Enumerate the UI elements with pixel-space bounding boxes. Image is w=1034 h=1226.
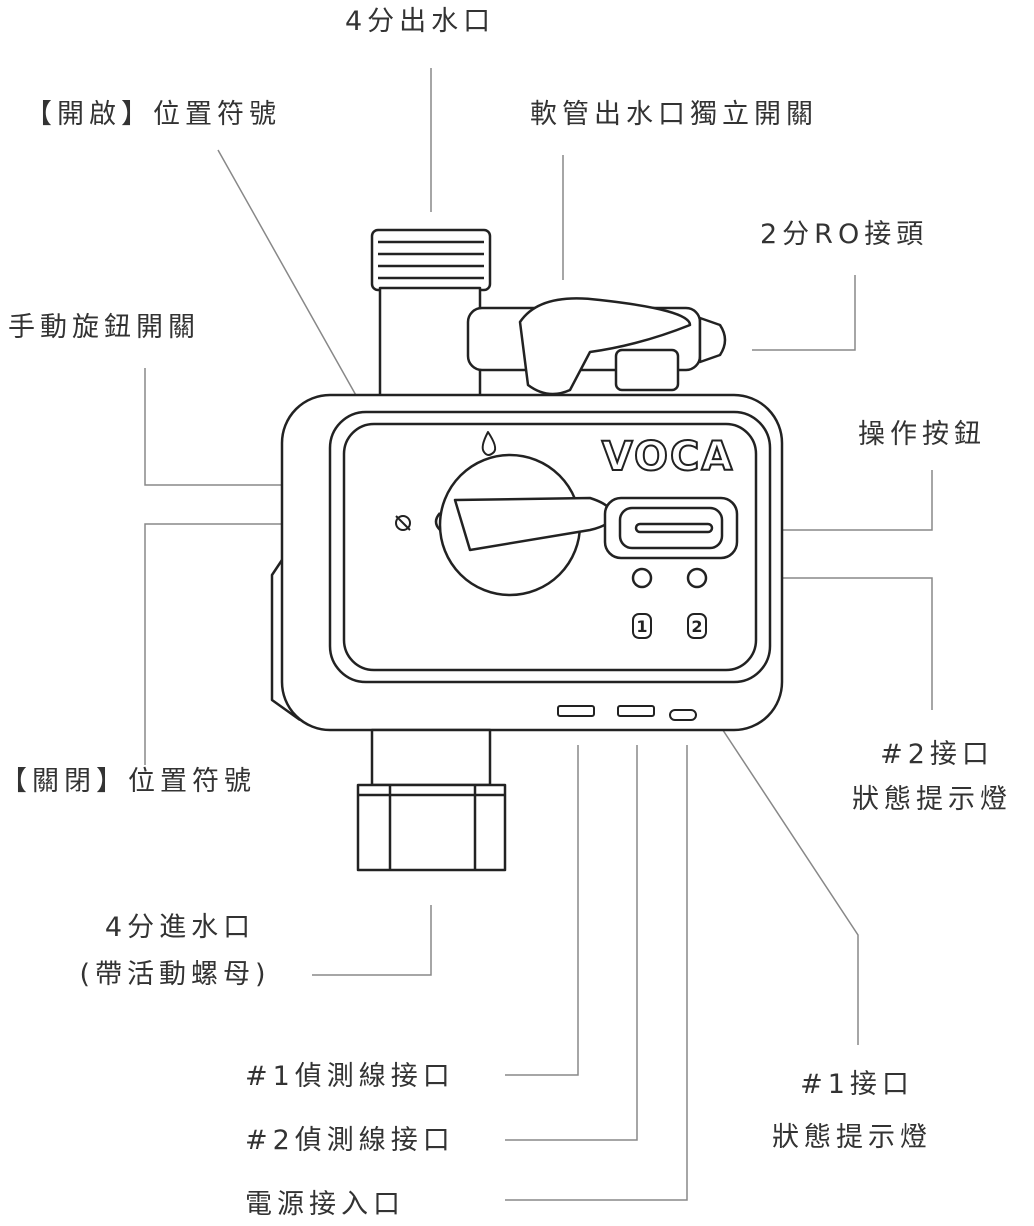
leader-port1-light: [679, 664, 859, 1045]
leader-sensor1: [505, 745, 579, 1076]
led2-badge: [687, 613, 707, 639]
label-port1-light-line2: 狀態提示燈: [772, 1122, 932, 1153]
label-inlet-line1: 4分進水口: [104, 912, 256, 943]
label-port2-light-line2: 狀態提示燈: [852, 784, 1012, 815]
label-operate-button: 操作按鈕: [858, 419, 986, 450]
led2-number: 2: [691, 617, 702, 636]
label-ro-connector: 2分RO接頭: [760, 219, 929, 250]
brand-logo: VOCA: [602, 434, 735, 480]
label-open-symbol: 【開啟】位置符號: [25, 99, 281, 130]
led1-number: 1: [636, 617, 647, 636]
label-inlet-line2: (帶活動螺母): [79, 959, 271, 990]
label-hose-switch: 軟管出水口獨立開關: [530, 99, 818, 130]
label-outlet: 4分出水口: [345, 6, 496, 37]
label-manual-knob: 手動旋鈕開關: [8, 312, 200, 343]
label-port1-light-line1: #1接口: [800, 1069, 914, 1100]
leader-inlet: [312, 905, 432, 976]
led-labels: 1 2: [632, 613, 707, 639]
leader-ro: [752, 275, 856, 351]
led1-badge: [632, 613, 652, 639]
leader-lines: [144, 68, 933, 1201]
label-sensor1: #1偵測線接口: [245, 1061, 455, 1092]
leader-power: [505, 745, 688, 1201]
label-close-symbol: 【關閉】位置符號: [0, 766, 256, 797]
label-port2-light-line1: #2接口: [880, 739, 994, 770]
leader-operate-button: [740, 470, 933, 531]
leader-port2-light: [733, 577, 933, 710]
label-sensor2: #2偵測線接口: [245, 1125, 455, 1156]
device: [270, 228, 784, 872]
leader-sensor2: [505, 745, 638, 1141]
label-power: 電源接入口: [245, 1189, 405, 1220]
